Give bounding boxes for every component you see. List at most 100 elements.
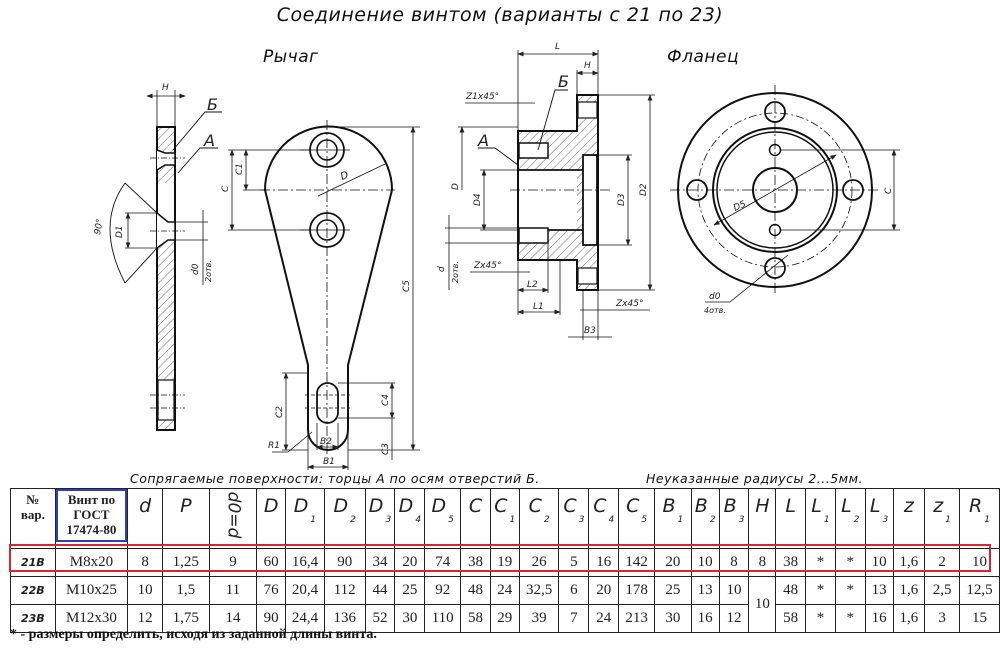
flange-view-title: Фланец [667,47,740,67]
cell-L2: * [834,576,866,605]
cell-D2: 90 [323,548,366,577]
header-L: L [775,488,807,549]
cell-B1: 20 [653,548,692,577]
header-subscript: 3 [882,515,889,525]
cell-D5: 110 [424,604,462,633]
cell-B3: 8 [718,548,750,577]
header-symbol: D [398,495,414,517]
header-C1: C1 [489,488,520,549]
drawing-title: Соединение винтом (варианты с 21 по 23) [276,4,724,26]
flange-label-D: D [451,183,461,190]
lever-front-view [228,120,420,470]
header-L2: L2 [834,488,866,549]
flange-label-L1: L1 [533,302,544,312]
lever-front-label-C: C [221,185,231,192]
cell-L: 38 [775,548,807,577]
cell-z1: 3 [924,604,961,633]
header-symbol: B [723,495,737,517]
cell-C2: 32,5 [518,576,560,605]
cell-d: 8 [127,548,163,577]
header-symbol: H [755,495,770,517]
header-symbol: D [333,495,349,517]
cell-L2: * [834,604,866,633]
cell-P: 1,5 [161,576,210,605]
cell-L2: * [834,548,866,577]
cell-R1: 12,5 [959,576,1000,605]
cell-var: 22В [10,576,56,605]
flange-front-label-holes: 4отв. [704,306,726,315]
flange-label-z-right: Zx45° [615,299,643,309]
header-D3: D3 [364,488,396,549]
cell-D: 90 [256,604,287,633]
cell-var: 23В [10,604,56,633]
cell-H: 8 [748,548,777,577]
cell-C: 38 [460,548,491,577]
unspecified-radii-note: Неуказанные радиусы 2...5мм. [646,471,864,486]
cell-D1: 16,4 [285,548,325,577]
cell-D4: 30 [394,604,426,633]
header-variant-line: № [26,492,40,507]
header-symbol: z [933,495,944,517]
cell-D: 76 [256,576,287,605]
flange-label-B3: B3 [584,326,596,336]
lever-label-angle: 90° [93,218,106,235]
flange-front-label-d0: d0 [709,292,721,302]
lever-view-title: Рычаг [263,47,319,67]
header-subscript: 2 [350,515,356,525]
cell-C5: 142 [618,548,655,577]
flange-label-A-letter: А [477,131,489,150]
header-symbol: L [785,495,796,517]
flange-section-view [445,50,655,340]
header-subscript: 1 [945,515,951,525]
header-subscript: 1 [984,515,990,525]
flange-label-L2: L2 [527,280,538,290]
header-subscript: 4 [608,515,615,525]
header-subscript: 1 [310,515,317,525]
cell-D2: 136 [323,604,366,633]
mating-surfaces-note: Сопрягаемые поверхности: торцы А по осям… [130,471,540,486]
header-subscript: 1 [823,515,830,525]
cell-P: 1,25 [161,548,210,577]
cell-C4: 16 [588,548,620,577]
cell-C3: 7 [558,604,590,633]
header-subscript: 1 [677,515,684,525]
header-D2: D2 [323,488,366,549]
flange-label-z-left: Zx45° [473,261,501,271]
cell-d0: 11 [208,576,258,605]
cell-C3: 6 [558,576,590,605]
header-symbol: z [903,495,914,517]
header-C3: C3 [558,488,590,549]
header-symbol: C [468,495,483,517]
header-symbol: C [528,495,542,517]
flange-label-D4: D4 [473,193,483,206]
lever-label-D1: D1 [115,225,125,238]
cell-D5: 74 [424,548,462,577]
lever-front-label-B2: B2 [320,437,332,447]
lever-side-view [109,90,222,431]
cell-d0: 14 [208,604,258,633]
cell-C4: 24 [588,604,620,633]
lever-front-label-C2: C2 [275,406,285,418]
cell-B1: 25 [653,576,692,605]
header-B1: B1 [653,488,692,549]
lever-front-label-C4: C4 [381,394,391,406]
header-z: z [892,488,926,549]
header-screw-line: 17474-80 [66,522,117,537]
header-symbol: D [293,495,309,517]
cell-d: 10 [127,576,163,605]
header-subscript: 2 [853,515,860,525]
header-symbol: d [139,495,152,517]
header-L1: L1 [805,488,836,549]
header-symbol: L [841,495,852,517]
lever-label-holes: 2отв. [204,260,213,282]
header-symbol: R [969,495,983,517]
cell-d0: 9 [208,548,258,577]
cell-D4: 20 [394,548,426,577]
flange-label-H: H [584,61,591,71]
